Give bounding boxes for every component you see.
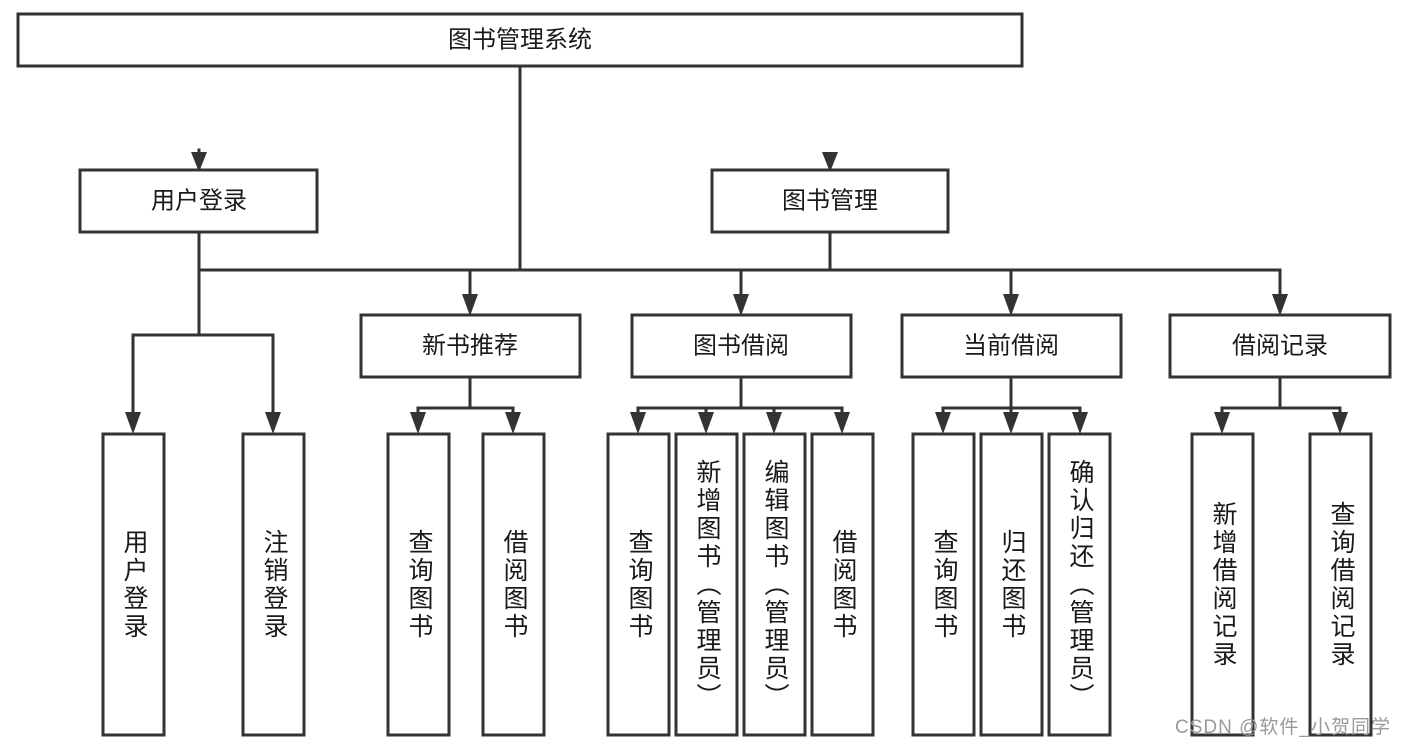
arrowhead-l3-3 <box>1003 294 1019 316</box>
leaf-box-borrow-1[interactable] <box>606 432 671 737</box>
leaf-box-borrow-3[interactable] <box>742 432 807 737</box>
leaf-box-recommend-1[interactable] <box>386 432 451 737</box>
node-borrow-record-box[interactable] <box>1168 313 1392 379</box>
leaf-label-recommend-1: 查询图书 <box>405 528 433 641</box>
node-book-borrow-box[interactable] <box>630 313 853 379</box>
leaf-box-current-3[interactable] <box>1047 432 1112 737</box>
leaf-label-current-3: 确认归还（管理员） <box>1066 458 1094 711</box>
connector-userlogin-bus <box>131 230 275 337</box>
leaf-box-user-login-2[interactable] <box>241 432 306 737</box>
arrowhead-r2 <box>505 412 521 434</box>
node-root-label: 图书管理系统 <box>448 26 592 53</box>
arrowhead-c2 <box>1003 412 1019 434</box>
leaf-label-recommend-2: 借阅图书 <box>500 528 528 641</box>
node-book-management-label: 图书管理 <box>782 187 878 214</box>
node-book-borrow[interactable]: 图书借阅 <box>630 313 853 379</box>
leaf-box-borrow-2[interactable] <box>674 432 739 737</box>
leaf-label-borrow-1: 查询图书 <box>625 528 653 641</box>
node-new-book-recommend-label: 新书推荐 <box>422 332 518 359</box>
node-user-login[interactable]: 用户登录 <box>78 168 319 234</box>
leaf-box-current-2[interactable] <box>979 432 1044 737</box>
arrowhead-c3 <box>1072 412 1088 434</box>
arrowhead-userlogin <box>191 152 207 172</box>
arrowhead-u1 <box>125 412 141 434</box>
node-new-book-recommend-box[interactable] <box>359 313 582 379</box>
arrowhead-bookmgmt <box>822 152 838 172</box>
connector-root-bus-main <box>197 64 832 272</box>
arrowhead-l3-1 <box>462 294 478 316</box>
connector-current-bus <box>941 375 1082 410</box>
node-new-book-recommend[interactable]: 新书推荐 <box>359 313 582 379</box>
arrowhead-c1 <box>935 412 951 434</box>
node-book-borrow-label: 图书借阅 <box>693 332 789 359</box>
node-current-borrow-box[interactable] <box>900 313 1123 379</box>
node-root-box[interactable] <box>16 12 1024 68</box>
leaf-label-user-login-2: 注销登录 <box>260 528 288 641</box>
leaf-label-record-1: 新增借阅记录 <box>1209 500 1237 669</box>
node-root[interactable]: 图书管理系统 <box>16 12 1024 68</box>
connector-bookmgmt-bus <box>468 230 1282 272</box>
node-user-login-box[interactable] <box>78 168 319 234</box>
arrowhead-rec2 <box>1332 412 1348 434</box>
node-borrow-record[interactable]: 借阅记录 <box>1168 313 1392 379</box>
arrowhead-r1 <box>410 412 426 434</box>
arrowhead-l3-2 <box>733 294 749 316</box>
leaf-boxes <box>101 432 1373 737</box>
leaf-box-borrow-4[interactable] <box>810 432 875 737</box>
leaf-label-borrow-2: 新增图书（管理员） <box>693 458 721 711</box>
leaf-label-borrow-3: 编辑图书（管理员） <box>761 458 789 711</box>
node-user-login-label: 用户登录 <box>151 187 247 214</box>
leaf-label-user-login-1: 用户登录 <box>120 528 148 641</box>
node-book-management[interactable]: 图书管理 <box>710 168 950 234</box>
leaf-label-record-2: 查询借阅记录 <box>1327 500 1355 669</box>
leaf-labels: 用户登录 注销登录 查询图书 借阅图书 查询图书 <box>120 458 1355 711</box>
leaf-box-user-login-1[interactable] <box>101 432 166 737</box>
arrowhead-b4 <box>834 412 850 434</box>
arrowhead-rec1 <box>1214 412 1230 434</box>
node-borrow-record-label: 借阅记录 <box>1232 332 1328 359</box>
arrowhead-b3 <box>766 412 782 434</box>
leaf-box-recommend-2[interactable] <box>481 432 546 737</box>
connector-recommend-bus <box>416 375 515 410</box>
arrowhead-l3-4 <box>1272 294 1288 316</box>
node-current-borrow[interactable]: 当前借阅 <box>900 313 1123 379</box>
arrowhead-u2 <box>265 412 281 434</box>
leaf-box-current-1[interactable] <box>911 432 976 737</box>
leaf-label-borrow-4: 借阅图书 <box>829 528 857 641</box>
leaf-box-record-1[interactable] <box>1190 432 1255 737</box>
leaf-label-current-2: 归还图书 <box>998 528 1026 641</box>
connector-group-root <box>197 64 832 272</box>
connector-borrow-bus <box>636 375 844 410</box>
node-current-borrow-label: 当前借阅 <box>963 332 1059 359</box>
leaf-label-current-1: 查询图书 <box>930 528 958 641</box>
arrowhead-b2 <box>698 412 714 434</box>
node-book-management-box[interactable] <box>710 168 950 234</box>
connectors <box>125 64 1348 434</box>
leaf-box-record-2[interactable] <box>1308 432 1373 737</box>
arrowhead-b1 <box>630 412 646 434</box>
connector-record-bus <box>1220 375 1342 410</box>
